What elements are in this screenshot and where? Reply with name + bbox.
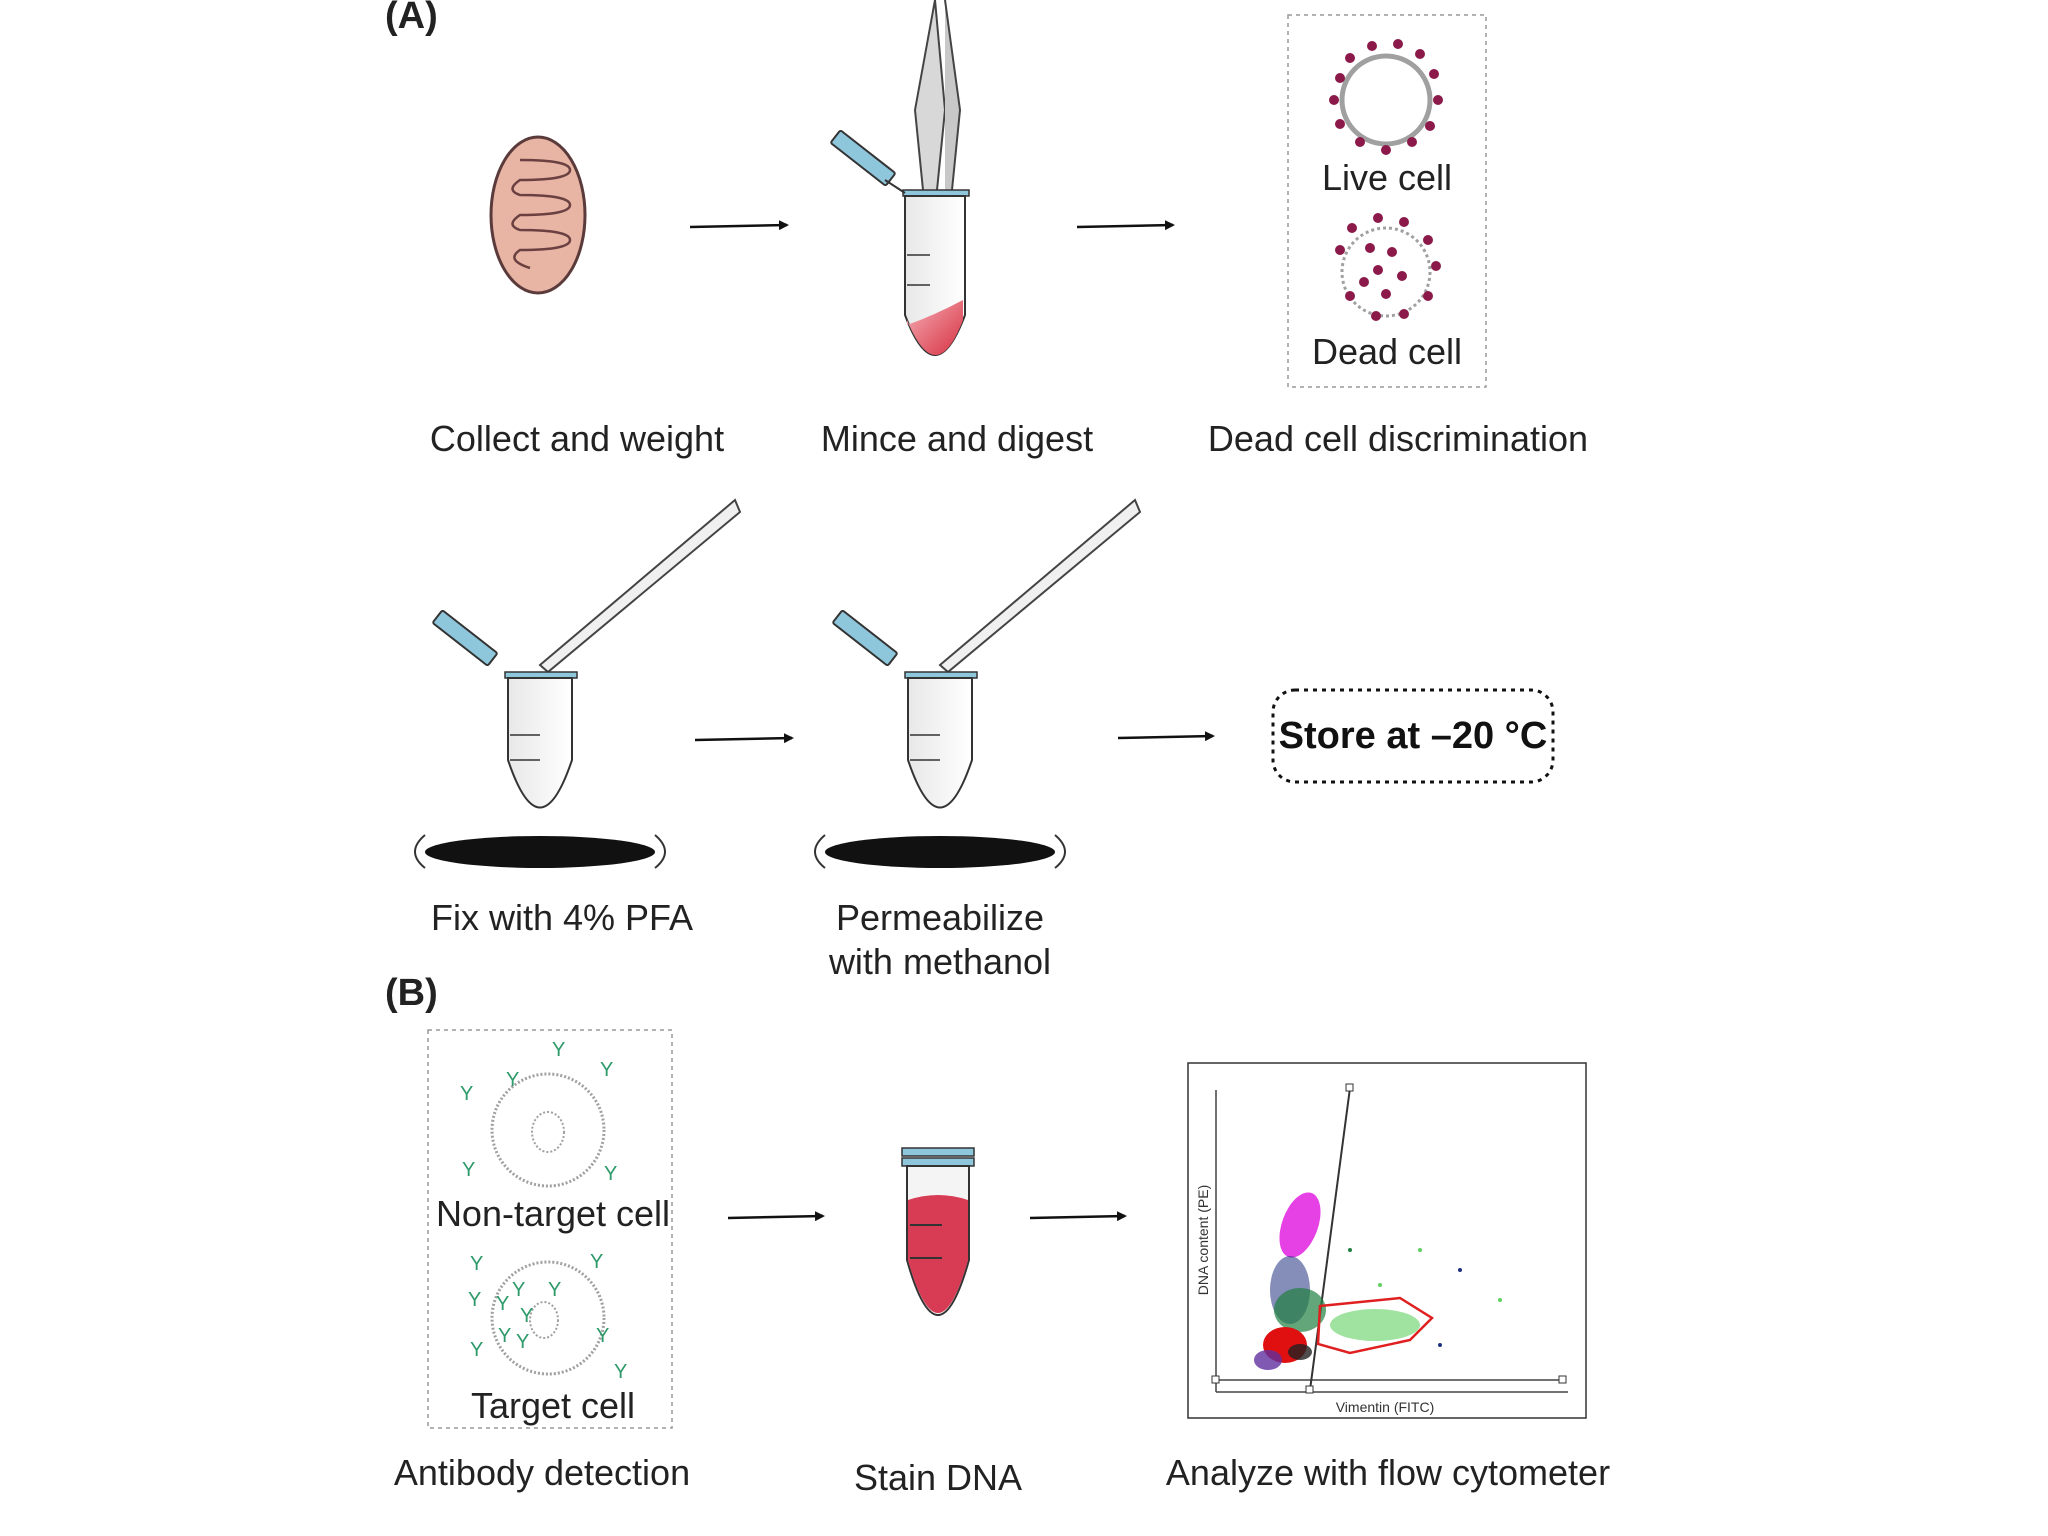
step-fix-label: Fix with 4% PFA: [431, 897, 693, 938]
arrow-2: [1076, 220, 1175, 231]
gate-polygon: [1316, 1296, 1434, 1355]
stain-tube-icon: [901, 1147, 975, 1316]
svg-text:Y: Y: [470, 1339, 483, 1361]
svg-text:Y: Y: [548, 1279, 561, 1301]
svg-text:Y: Y: [604, 1163, 617, 1185]
arrow-3: [694, 733, 794, 744]
dead-cell-icon: [1335, 213, 1441, 321]
svg-text:Y: Y: [496, 1293, 509, 1315]
svg-text:Y: Y: [468, 1289, 481, 1311]
tube-forceps-icon: [830, 0, 970, 356]
svg-text:Y: Y: [614, 1361, 627, 1383]
tube-pipette-vortex-icon-2: [814, 498, 1142, 869]
svg-text:Y: Y: [460, 1083, 473, 1105]
step-mince-label: Mince and digest: [821, 418, 1093, 459]
svg-text:Y: Y: [600, 1059, 613, 1081]
svg-text:Y: Y: [512, 1279, 525, 1301]
dead-cell-label: Dead cell: [1312, 331, 1462, 372]
svg-text:Y: Y: [596, 1325, 609, 1347]
live-cell-icon: [1329, 39, 1443, 155]
svg-text:Y: Y: [590, 1251, 603, 1273]
step-permeabilize-label-2: with methanol: [828, 941, 1051, 982]
store-box: [1271, 688, 1555, 784]
svg-text:Y: Y: [470, 1253, 483, 1275]
svg-text:Y: Y: [506, 1069, 519, 1091]
x-axis-label: Vimentin (FITC): [1336, 1399, 1435, 1415]
step-antibody-label: Antibody detection: [394, 1452, 690, 1493]
target-cell-label: Target cell: [471, 1385, 635, 1426]
flow-cytometry-plot: Vimentin (FITC) DNA content (PE): [1187, 1062, 1587, 1419]
flow-dots: [1254, 1192, 1502, 1370]
panel-a-label: (A): [385, 0, 438, 37]
store-label: Store at –20 °C: [1279, 715, 1548, 757]
antibody-box: [427, 1029, 673, 1429]
step-analyze-label: Analyze with flow cytometer: [1166, 1452, 1610, 1493]
arrow-5: [727, 1211, 825, 1222]
svg-text:Y: Y: [462, 1159, 475, 1181]
arrow-4: [1117, 731, 1215, 742]
non-target-cell-label: Non-target cell: [436, 1193, 670, 1234]
step-permeabilize-label-1: Permeabilize: [836, 897, 1044, 938]
live-cell-label: Live cell: [1322, 157, 1452, 198]
arrow-6: [1029, 1211, 1127, 1222]
step-collect-label: Collect and weight: [430, 418, 724, 459]
arrow-1: [689, 220, 789, 231]
y-axis-label: DNA content (PE): [1195, 1185, 1211, 1296]
tissue-icon: [489, 135, 587, 295]
tube-pipette-vortex-icon: [414, 498, 742, 869]
svg-text:Y: Y: [520, 1305, 533, 1327]
dead-cell-box: [1287, 14, 1487, 388]
panel-b-label: (B): [385, 972, 438, 1014]
svg-text:Y: Y: [498, 1325, 511, 1347]
svg-text:Y: Y: [516, 1331, 529, 1353]
step-dead-cell-label: Dead cell discrimination: [1208, 418, 1588, 459]
non-target-cell-icon: Y Y Y Y Y Y: [460, 1039, 617, 1188]
svg-text:Y: Y: [552, 1039, 565, 1061]
step-stain-label: Stain DNA: [854, 1457, 1022, 1498]
